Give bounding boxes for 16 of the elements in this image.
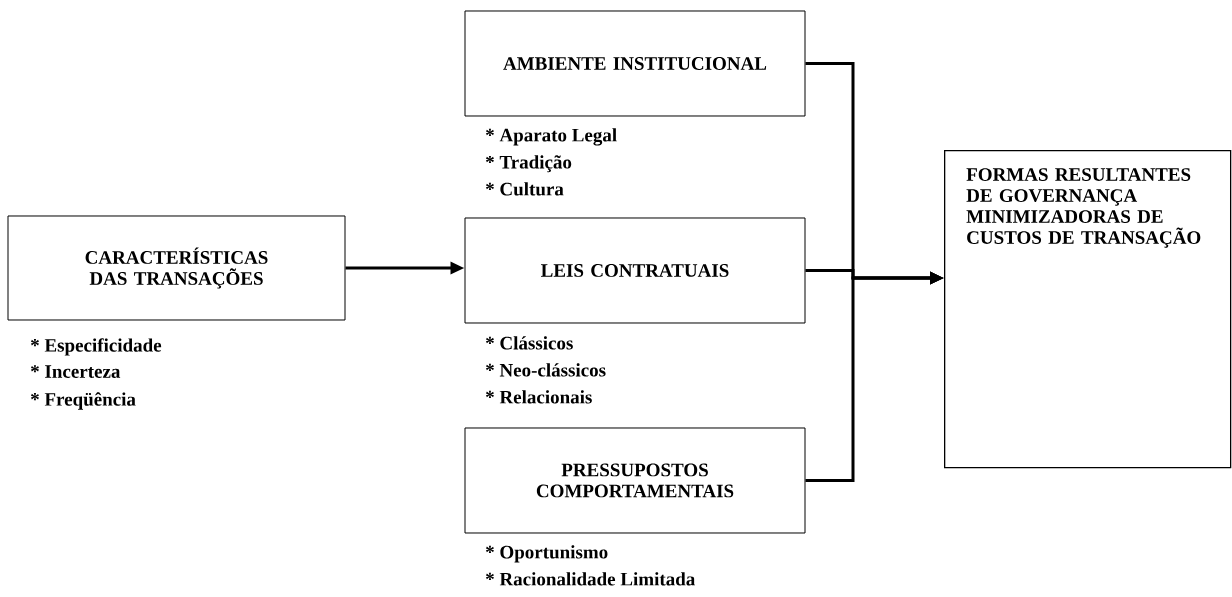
bullet-item: * Incerteza [31, 365, 121, 378]
process-box: PRESSUPOSTOS COMPORTAMENTAIS [464, 427, 806, 534]
bullet-item: * Relacionais [486, 390, 592, 404]
bullet-item: * Aparato Legal [486, 128, 617, 146]
process-box: CARACTERÍSTICAS DAS TRANSAÇÕES [7, 215, 346, 321]
bullet-item: * Clássicos [486, 336, 573, 350]
bullet-item: * Cultura [486, 182, 564, 196]
bullet-item: * Tradição [486, 155, 572, 173]
bullet-item: * Oportunismo [486, 545, 608, 563]
process-box: AMBIENTE INSTITUCIONAL [464, 10, 806, 117]
bullet-item: * Neo-clássicos [486, 363, 606, 377]
result-box: FORMAS RESULTANTES DE GOVERNANÇA MINIMIZADORAS DE CUSTOS DE TRANSAÇÃO [944, 150, 1232, 469]
bullet-item: * Especificidade [31, 338, 162, 356]
process-box: LEIS CONTRATUAIS [464, 217, 806, 324]
bullet-item: * Freqüência [31, 392, 136, 410]
bullet-item: * Racionalidade Limitada [486, 572, 695, 586]
